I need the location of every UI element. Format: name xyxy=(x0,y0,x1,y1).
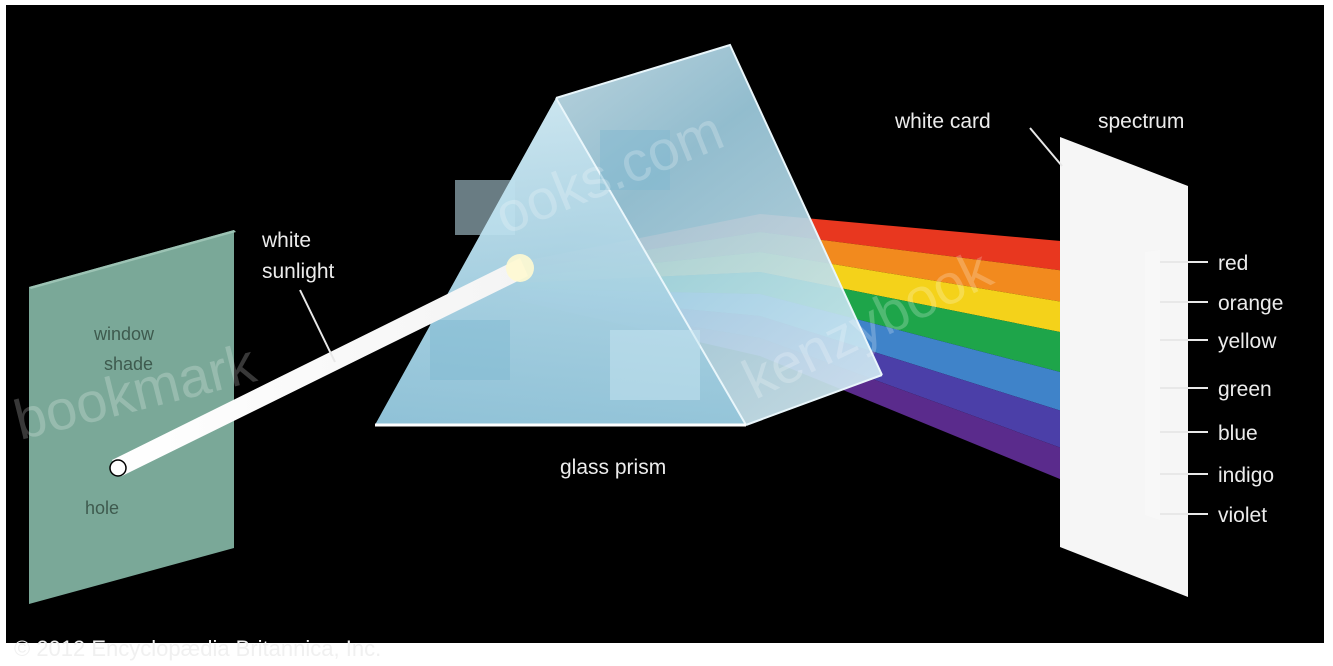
color-label-blue: blue xyxy=(1218,422,1258,445)
white-sunlight-label-line1: white xyxy=(261,229,311,252)
color-label-violet: violet xyxy=(1218,504,1267,527)
glass-prism-label: glass prism xyxy=(560,456,666,479)
color-label-indigo: indigo xyxy=(1218,464,1274,487)
hole-label: hole xyxy=(85,498,119,518)
window-shade-label-line1: window xyxy=(93,324,155,344)
color-label-yellow: yellow xyxy=(1218,330,1277,353)
white-sunlight-label-line2: sunlight xyxy=(262,260,335,283)
copyright-credit: © 2012 Encyclopædia Britannica, Inc. xyxy=(14,636,381,661)
color-label-red: red xyxy=(1218,252,1248,275)
color-label-green: green xyxy=(1218,378,1272,401)
color-label-orange: orange xyxy=(1218,292,1283,315)
white-card-label: white card xyxy=(894,110,991,133)
white-card xyxy=(1060,137,1188,597)
spectrum-label: spectrum xyxy=(1098,110,1184,133)
